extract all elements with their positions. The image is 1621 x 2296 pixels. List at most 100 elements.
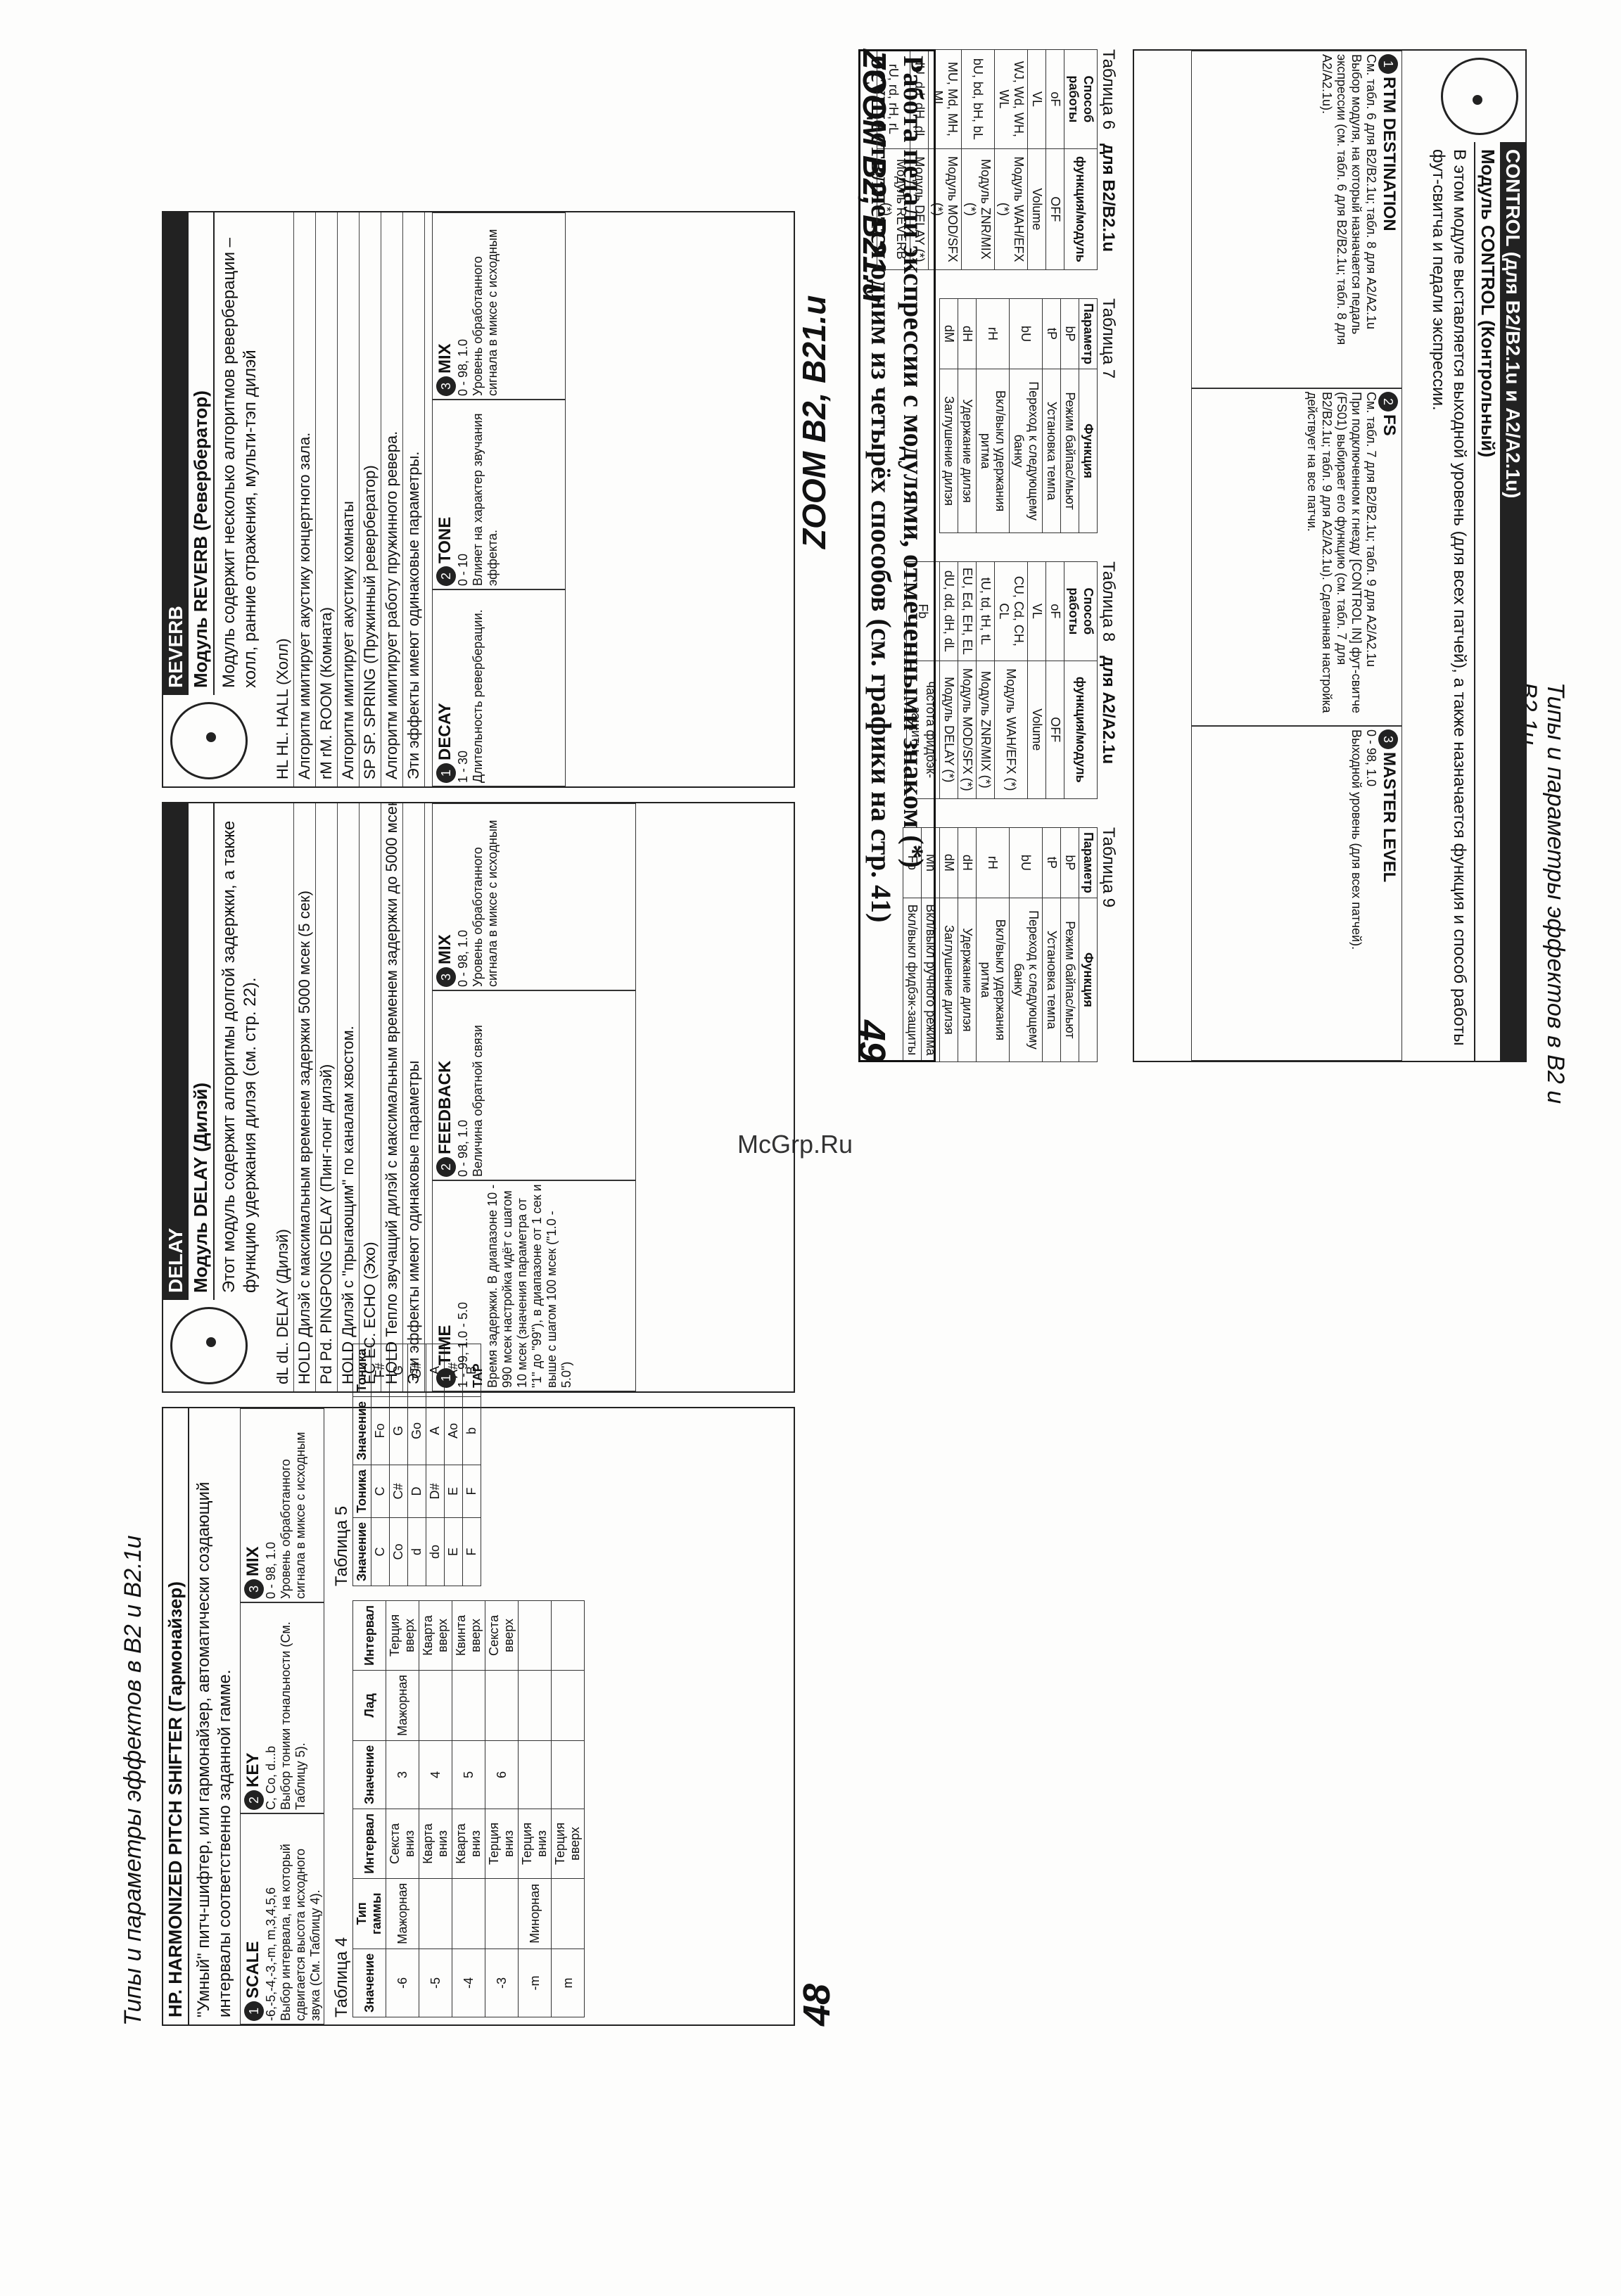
table-cell: Мажорная <box>386 1878 419 1949</box>
effect-line: dL dL. DELAY (Дилэй) <box>272 803 294 1391</box>
table-cell: Модуль WAH/EFX (*) <box>994 661 1028 799</box>
table-cell: Вкл/выкл удержания ритма <box>976 369 1010 533</box>
table-cell: 4 <box>419 1740 452 1809</box>
table-cell: VL <box>1027 49 1046 149</box>
hp-param-scale: 1SCALE -6,-5,-4,-3,-m, m,3,4,5,6 Выбор и… <box>240 1813 324 2024</box>
control-description: В этом модуле выставляется выходной уров… <box>1429 149 1469 1046</box>
table-cell: Кварта вниз <box>452 1809 485 1879</box>
delay-param-feedback: 2FEEDBACK 0 - 98, 1.0 Величина обратной … <box>432 990 636 1180</box>
table-header-cell: Функция <box>1079 369 1098 533</box>
table-cell <box>518 1600 552 1671</box>
delay-param-time: 1TIME 1 - 99, 1.0 - 5.0 TAP Время задерж… <box>432 1180 636 1391</box>
table-cell <box>452 1670 485 1741</box>
table-cell: 6 <box>485 1740 519 1809</box>
control-knob-icon <box>1441 58 1518 135</box>
table-cell: Мажорная <box>386 1670 419 1741</box>
reverb-bar: REVERB <box>163 212 189 695</box>
table-cell: Volume <box>1027 661 1046 799</box>
table-cell: Терция вниз <box>518 1809 552 1879</box>
reverb-description: Модуль содержит несколько алгоритмов рев… <box>220 237 260 688</box>
effect-line: rM rM. ROOM (Комната) <box>316 212 338 786</box>
control-param-master: 3MASTER LEVEL 0 - 98, 1.0 Выходной урове… <box>1191 726 1402 1061</box>
table-cell: -3 <box>485 1949 519 2017</box>
control-param-fs: 2FS См. табл. 7 для B2/B2.1u; табл. 9 дл… <box>1191 388 1402 726</box>
table-cell: Ao <box>444 1396 463 1465</box>
reverb-param-tone: 2TONE 0 - 10 Влияет на характер звучания… <box>432 400 566 589</box>
table-cell: bP <box>1060 298 1079 369</box>
table-cell: VL <box>1027 561 1046 661</box>
effect-line: HOLD Тепло звучащий дилэй с максимальным… <box>381 803 403 1391</box>
table-cell: D <box>407 1465 426 1518</box>
table-cell <box>419 1878 452 1949</box>
table-cell: E <box>444 1517 463 1586</box>
delay-subtitle: Модуль DELAY (Дилэй) <box>189 803 215 1300</box>
reverb-section: REVERB Модуль REVERB (Ревербератор) Моду… <box>162 211 795 788</box>
table-cell: Удержание дилэя <box>958 369 977 533</box>
table-header-cell: Параметр <box>1079 298 1098 369</box>
table-cell: Модуль MOD/SFX (*) <box>958 661 977 799</box>
table-row: m Терция вверх <box>551 1600 585 2017</box>
table-cell: rH <box>976 827 1010 898</box>
table-cell: do <box>426 1517 445 1586</box>
table-cell: D# <box>426 1465 445 1518</box>
table-cell: bU <box>1009 827 1043 898</box>
table-cell: OFF <box>1045 148 1064 270</box>
table-cell: Удержание дилэя <box>958 898 977 1062</box>
effect-line: HOLD Дилэй с максимальным временем задер… <box>294 803 316 1391</box>
table-cell: tP <box>1042 298 1061 369</box>
table-cell: OFF <box>1045 661 1064 799</box>
table-cell: Модуль DELAY (*) <box>939 661 958 799</box>
table-cell: bU <box>1009 298 1043 369</box>
table-cell: bU, bd, bH, bL <box>961 49 995 149</box>
effect-line: Эти эффекты имеют одинаковые параметры. <box>403 212 425 786</box>
table-cell: b <box>462 1396 481 1465</box>
table-cell: bP <box>1060 827 1079 898</box>
table-header-cell: Тоника <box>352 1465 371 1518</box>
delay-description: Этот модуль содержит алгоритмы долгой за… <box>220 820 260 1293</box>
table-cell: C <box>371 1517 390 1586</box>
table-cell: Терция вверх <box>551 1809 585 1879</box>
table-cell <box>551 1670 585 1741</box>
table-cell: m <box>551 1949 585 2017</box>
control-subtitle: Модуль CONTROL (Контрольный) <box>1474 142 1500 1061</box>
reverb-param-decay: 1DECAY 1 - 30 Длительность реверберации. <box>432 589 566 786</box>
table-cell: Терция вниз <box>485 1809 519 1879</box>
table-cell: Секста вниз <box>386 1809 419 1879</box>
delay-param-mix: 3MIX 0 - 98, 1.0 Уровень обработанного с… <box>432 803 636 990</box>
table-cell: dH <box>958 827 977 898</box>
delay-lines: dL dL. DELAY (Дилэй)HOLD Дилэй с максима… <box>272 803 425 1391</box>
hp-param-mix: 3MIX 0 - 98, 1.0 Уровень обработанного с… <box>240 1408 324 1602</box>
table-cell <box>452 1878 485 1949</box>
hp-section: HP. HARMONIZED PITCH SHIFTER (Гармонайзе… <box>162 1344 795 2026</box>
table-cell: Переход к следующему банку <box>1009 898 1043 1062</box>
table-header-cell: Значение <box>352 1396 371 1465</box>
table-cell: Установка темпа <box>1042 369 1061 533</box>
reverb-param-mix: 3MIX 0 - 98, 1.0 Уровень обработанного с… <box>432 212 566 400</box>
effect-line: HL HL. HALL (Холл) <box>272 212 294 786</box>
reverb-subtitle: Модуль REVERB (Ревербератор) <box>189 212 215 695</box>
table-header-cell: Способ работы <box>1064 49 1098 149</box>
table-cell: Модуль WAH/EFX (*) <box>994 148 1028 270</box>
table-cell: 5 <box>452 1740 485 1809</box>
hp-params: 1SCALE -6,-5,-4,-3,-m, m,3,4,5,6 Выбор и… <box>240 1408 324 2024</box>
